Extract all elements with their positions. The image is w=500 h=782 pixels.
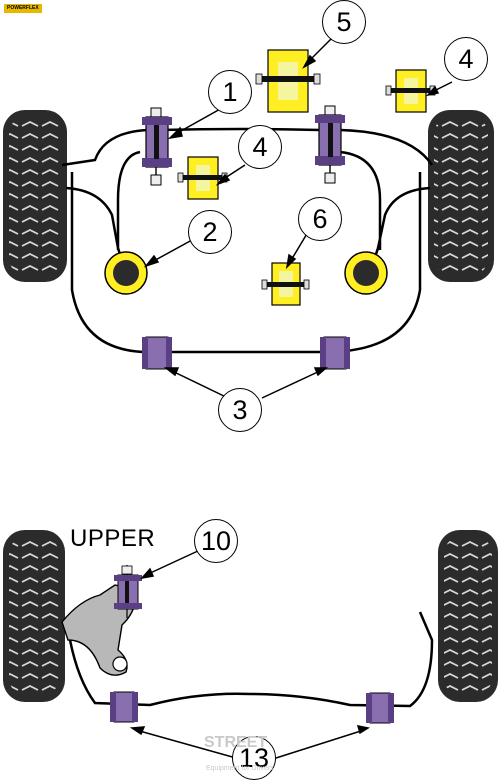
bush-1 bbox=[142, 107, 172, 186]
upper-label: UPPER bbox=[70, 525, 156, 552]
bush-4-right bbox=[385, 69, 436, 113]
bush-3-left bbox=[142, 336, 172, 370]
bush-2-right bbox=[344, 251, 388, 295]
left-arm bbox=[65, 150, 141, 267]
bush-13-right bbox=[366, 692, 394, 724]
callout-2: 2 bbox=[188, 210, 232, 254]
callout-10: 10 bbox=[194, 519, 238, 563]
anti-roll-bar-bottom bbox=[68, 611, 434, 708]
right-arm bbox=[339, 150, 431, 267]
left-wheel-bottom bbox=[3, 530, 65, 702]
bush-1-right bbox=[315, 105, 345, 184]
callout-13: 13 bbox=[232, 736, 276, 780]
bush-5 bbox=[255, 49, 321, 113]
bush-2-left bbox=[104, 251, 148, 295]
callout-4-right: 4 bbox=[444, 37, 488, 81]
watermark-subtitle: Equipment for Drivers bbox=[206, 765, 274, 772]
callout-3: 3 bbox=[218, 388, 262, 432]
right-wheel-top bbox=[428, 110, 494, 282]
bush-3-right bbox=[320, 336, 350, 370]
right-wheel-bottom bbox=[438, 530, 498, 702]
callout-1: 1 bbox=[208, 70, 252, 114]
left-wheel-top bbox=[3, 110, 67, 282]
brand-tag: POWERFLEX bbox=[4, 4, 42, 13]
leader-lines-bottom bbox=[129, 549, 370, 759]
leader-lines-top bbox=[143, 37, 453, 399]
callout-6: 6 bbox=[298, 197, 342, 241]
bush-6 bbox=[261, 262, 310, 306]
callout-4-left: 4 bbox=[238, 125, 282, 169]
bush-10 bbox=[114, 565, 142, 618]
callout-5: 5 bbox=[322, 0, 366, 44]
bush-4-left bbox=[177, 156, 228, 200]
bush-13-left bbox=[110, 691, 138, 723]
watermark-title: STREET bbox=[204, 734, 268, 751]
